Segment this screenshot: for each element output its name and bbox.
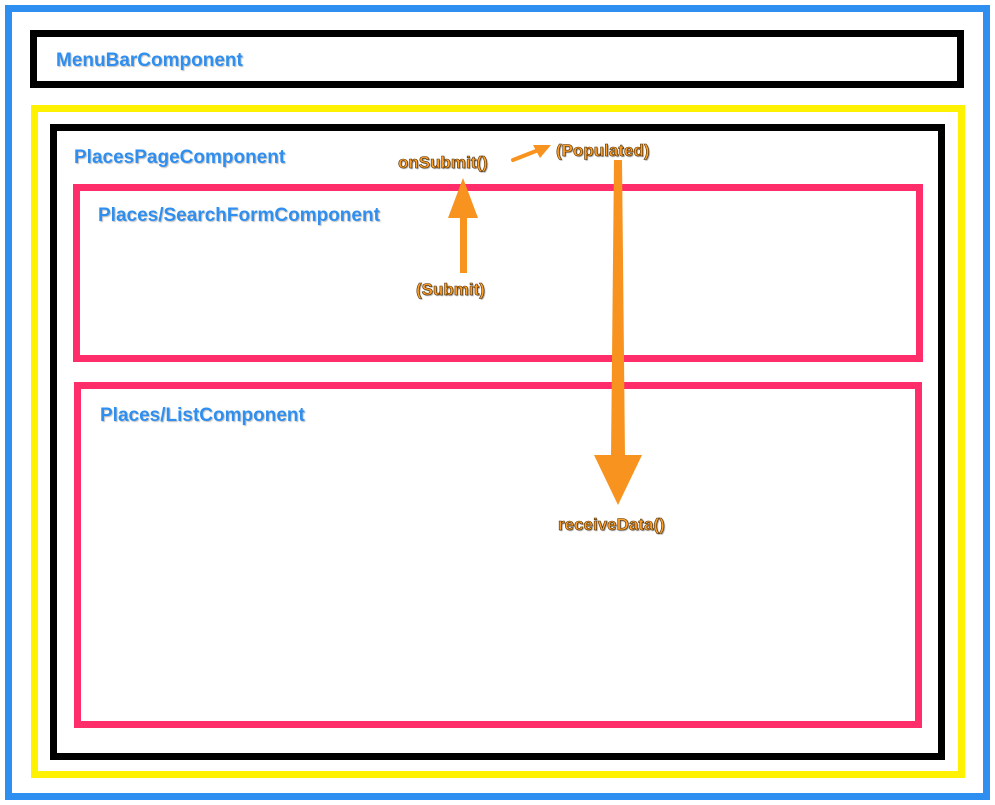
search-form-component-label: Places/SearchFormComponent — [98, 205, 380, 226]
receive-data-event-label: receiveData() — [558, 515, 665, 535]
submit-arrow — [448, 178, 478, 273]
places-page-component-label: PlacesPageComponent — [74, 147, 286, 168]
submit-event-label: (Submit) — [416, 280, 486, 300]
menubar-component-box — [30, 30, 964, 88]
list-component-label: Places/ListComponent — [100, 405, 305, 426]
menubar-component-label: MenuBarComponent — [56, 50, 243, 71]
populated-event-label: (Populated) — [556, 141, 650, 161]
app-root-frame — [5, 5, 990, 800]
list-component-box — [74, 382, 922, 728]
places-page-component-box — [50, 124, 945, 760]
on-submit-event-label: onSubmit() — [398, 153, 488, 173]
router-outlet-frame — [31, 105, 965, 778]
receive-data-arrow — [594, 160, 642, 505]
populated-arrow — [511, 145, 551, 162]
search-form-component-box — [73, 184, 923, 362]
